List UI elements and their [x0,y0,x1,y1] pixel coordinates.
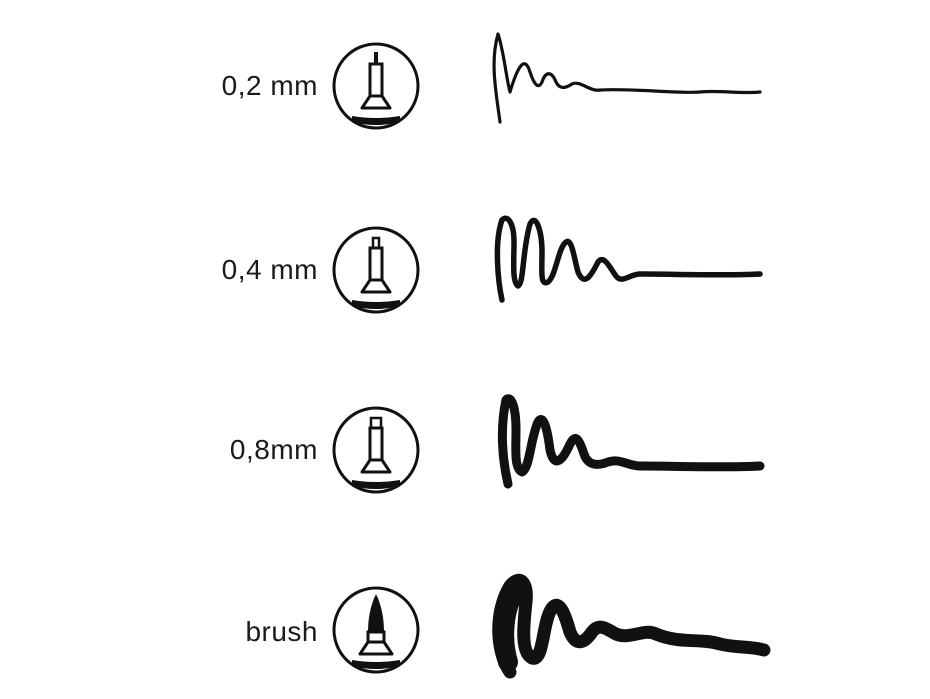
fineliner-0-8-icon [332,406,420,494]
pen-row-0-4: 0,4 mm [0,202,930,332]
fineliner-0-2-icon [332,42,420,130]
pen-row-0-2: 0,2 mm [0,22,930,152]
medium-ink-stroke [494,215,763,303]
pen-size-label: 0,8mm [229,434,318,465]
pen-row-0-8: 0,8mm [0,382,930,512]
pen-size-label: 0,4 mm [221,254,318,285]
thin-ink-stroke [492,32,762,124]
pen-size-label: 0,2 mm [221,70,318,101]
thick-ink-stroke [497,394,765,489]
brush-ink-stroke [492,574,771,679]
brush-pen-icon [332,586,420,674]
pen-row-brush: brush [0,562,930,692]
fineliner-0-4-icon [332,226,420,314]
pen-size-label: brush [245,616,318,647]
